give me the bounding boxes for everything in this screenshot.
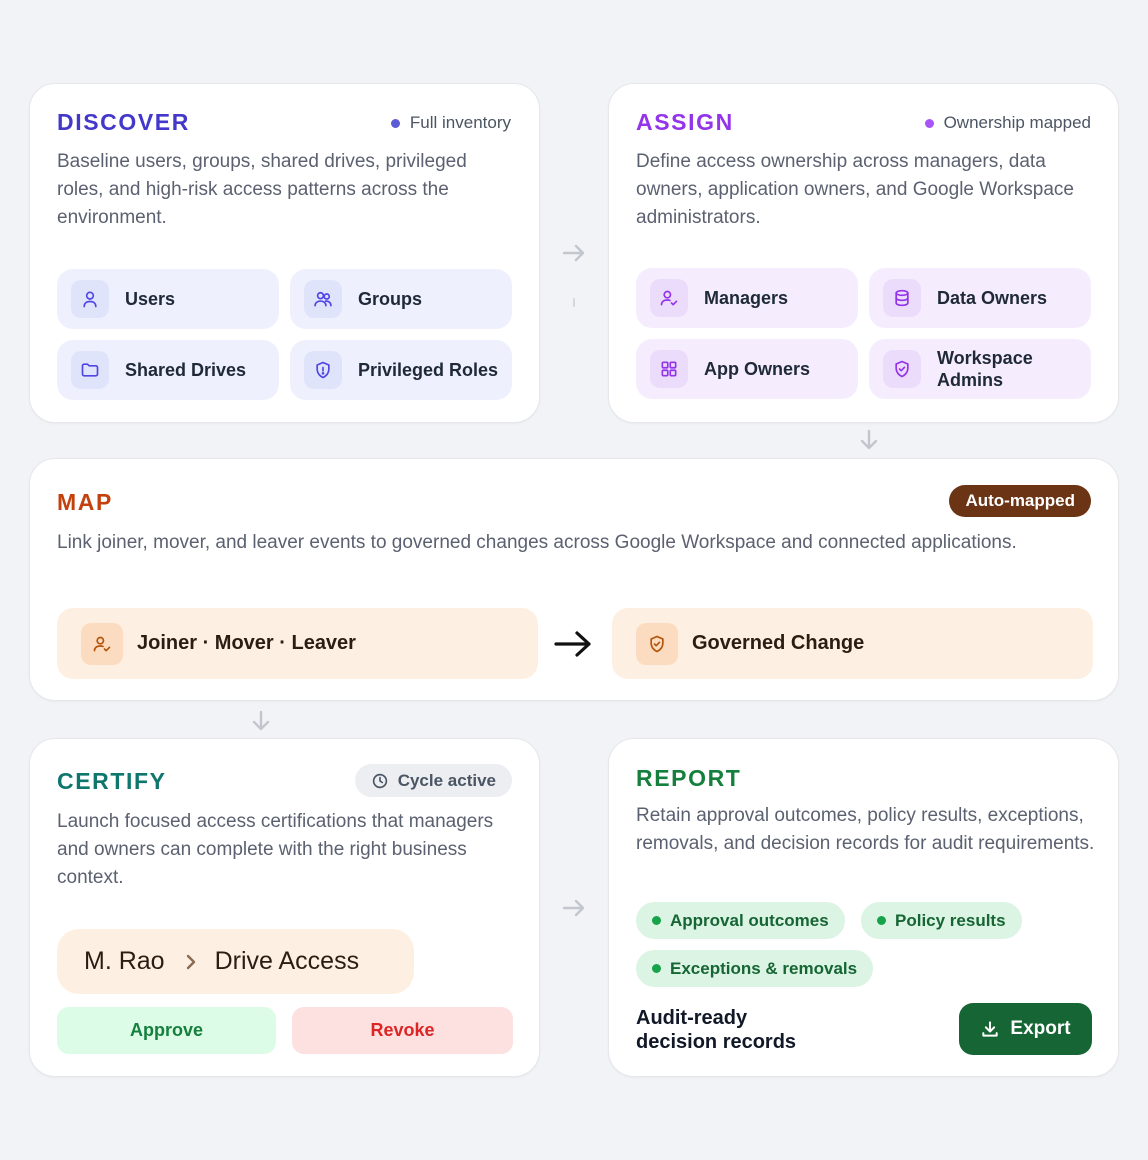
assign-card: ASSIGN Ownership mapped Define access ow… (608, 83, 1119, 423)
map-badge: Auto-mapped (949, 485, 1091, 517)
database-icon (883, 279, 921, 317)
status-dot (652, 916, 661, 925)
export-button[interactable]: Export (959, 1003, 1092, 1055)
tile-workspace-admins[interactable]: Workspace Admins (869, 339, 1091, 399)
certify-card: CERTIFY Cycle active Launch focused acce… (29, 738, 540, 1077)
status-dot (877, 916, 886, 925)
report-tag: Policy results (861, 902, 1022, 939)
report-title: REPORT (636, 765, 742, 791)
arrow-right-icon (560, 240, 588, 266)
tile-app-owners-label: App Owners (704, 359, 811, 379)
map-source-box: Joiner · Mover · Leaver (57, 608, 538, 679)
tile-groups-label: Groups (358, 289, 423, 309)
report-description: Retain approval outcomes, policy results… (636, 805, 1095, 854)
shield-check-icon (883, 350, 921, 388)
discover-status: Full inventory (390, 113, 511, 133)
assign-status: Ownership mapped (924, 113, 1091, 133)
discover-card: DISCOVER Full inventory Baseline users, … (29, 83, 540, 423)
map-target-box: Governed Change (612, 608, 1093, 679)
discover-status-label: Full inventory (409, 113, 511, 132)
discover-description: Baseline users, groups, shared drives, p… (57, 151, 467, 228)
revoke-button[interactable]: Revoke (292, 1007, 513, 1054)
assign-status-label: Ownership mapped (943, 113, 1091, 132)
user-check-icon (650, 279, 688, 317)
map-target-label: Governed Change (692, 632, 865, 654)
certify-status-label: Cycle active (397, 770, 496, 790)
tile-users-label: Users (125, 289, 176, 309)
shield-check-icon (636, 622, 678, 665)
tile-shared-drives-label: Shared Drives (125, 360, 247, 380)
map-source-label: Joiner · Mover · Leaver (137, 632, 356, 654)
arrow-right-icon (560, 895, 588, 921)
report-tag-label: Approval outcomes (670, 910, 829, 930)
users-group-icon (304, 280, 342, 318)
status-dot (924, 118, 934, 128)
report-tag: Exceptions & removals (636, 950, 874, 987)
approve-button[interactable]: Approve (57, 1007, 276, 1054)
arrow-down-icon (248, 708, 274, 734)
tile-managers-label: Managers (704, 288, 789, 308)
tile-privileged-roles-label: Privileged Roles (358, 360, 499, 380)
tile-users[interactable]: Users (57, 269, 279, 329)
arrow-down-icon (856, 427, 882, 453)
tile-groups[interactable]: Groups (290, 269, 512, 329)
tile-managers[interactable]: Managers (636, 268, 858, 328)
tile-workspace-admins-label: Workspace Admins (937, 348, 1033, 390)
tile-data-owners-label: Data Owners (937, 288, 1048, 308)
assign-title: ASSIGN (636, 109, 734, 135)
connector-tick (573, 298, 575, 307)
assign-description: Define access ownership across managers,… (636, 151, 1074, 228)
certify-description: Launch focused access certifications tha… (57, 811, 494, 888)
user-check-icon (81, 622, 123, 665)
map-title: MAP (57, 489, 113, 515)
map-card: MAP Auto-mapped Link joiner, mover, and … (29, 458, 1119, 701)
report-tag: Approval outcomes (636, 902, 845, 939)
arrow-right-icon (552, 626, 594, 662)
status-dot (652, 964, 661, 973)
export-label: Export (1010, 1018, 1071, 1039)
grid-icon (650, 350, 688, 388)
map-description: Link joiner, mover, and leaver events to… (57, 532, 1017, 553)
tile-privileged-roles[interactable]: Privileged Roles (290, 340, 512, 400)
shield-icon (304, 351, 342, 389)
user-icon (71, 280, 109, 318)
review-item: Drive Access (214, 947, 360, 975)
report-tag-label: Policy results (895, 910, 1006, 930)
discover-title: DISCOVER (57, 109, 190, 135)
status-dot (390, 118, 400, 128)
review-item-card: M. Rao Drive Access (57, 929, 414, 994)
folder-icon (71, 351, 109, 389)
report-tag-label: Exceptions & removals (670, 958, 858, 978)
chevron-right-icon (185, 953, 197, 971)
report-footer-text: Audit-ready decision records (636, 1007, 797, 1053)
tile-app-owners[interactable]: App Owners (636, 339, 858, 399)
certify-title: CERTIFY (57, 768, 167, 794)
review-user: M. Rao (84, 947, 165, 975)
certify-status: Cycle active (354, 764, 512, 797)
tile-shared-drives[interactable]: Shared Drives (57, 340, 279, 400)
tile-data-owners[interactable]: Data Owners (869, 268, 1091, 328)
download-icon (980, 1019, 1000, 1039)
report-card: REPORT Retain approval outcomes, policy … (608, 738, 1119, 1077)
clock-icon (371, 772, 389, 790)
